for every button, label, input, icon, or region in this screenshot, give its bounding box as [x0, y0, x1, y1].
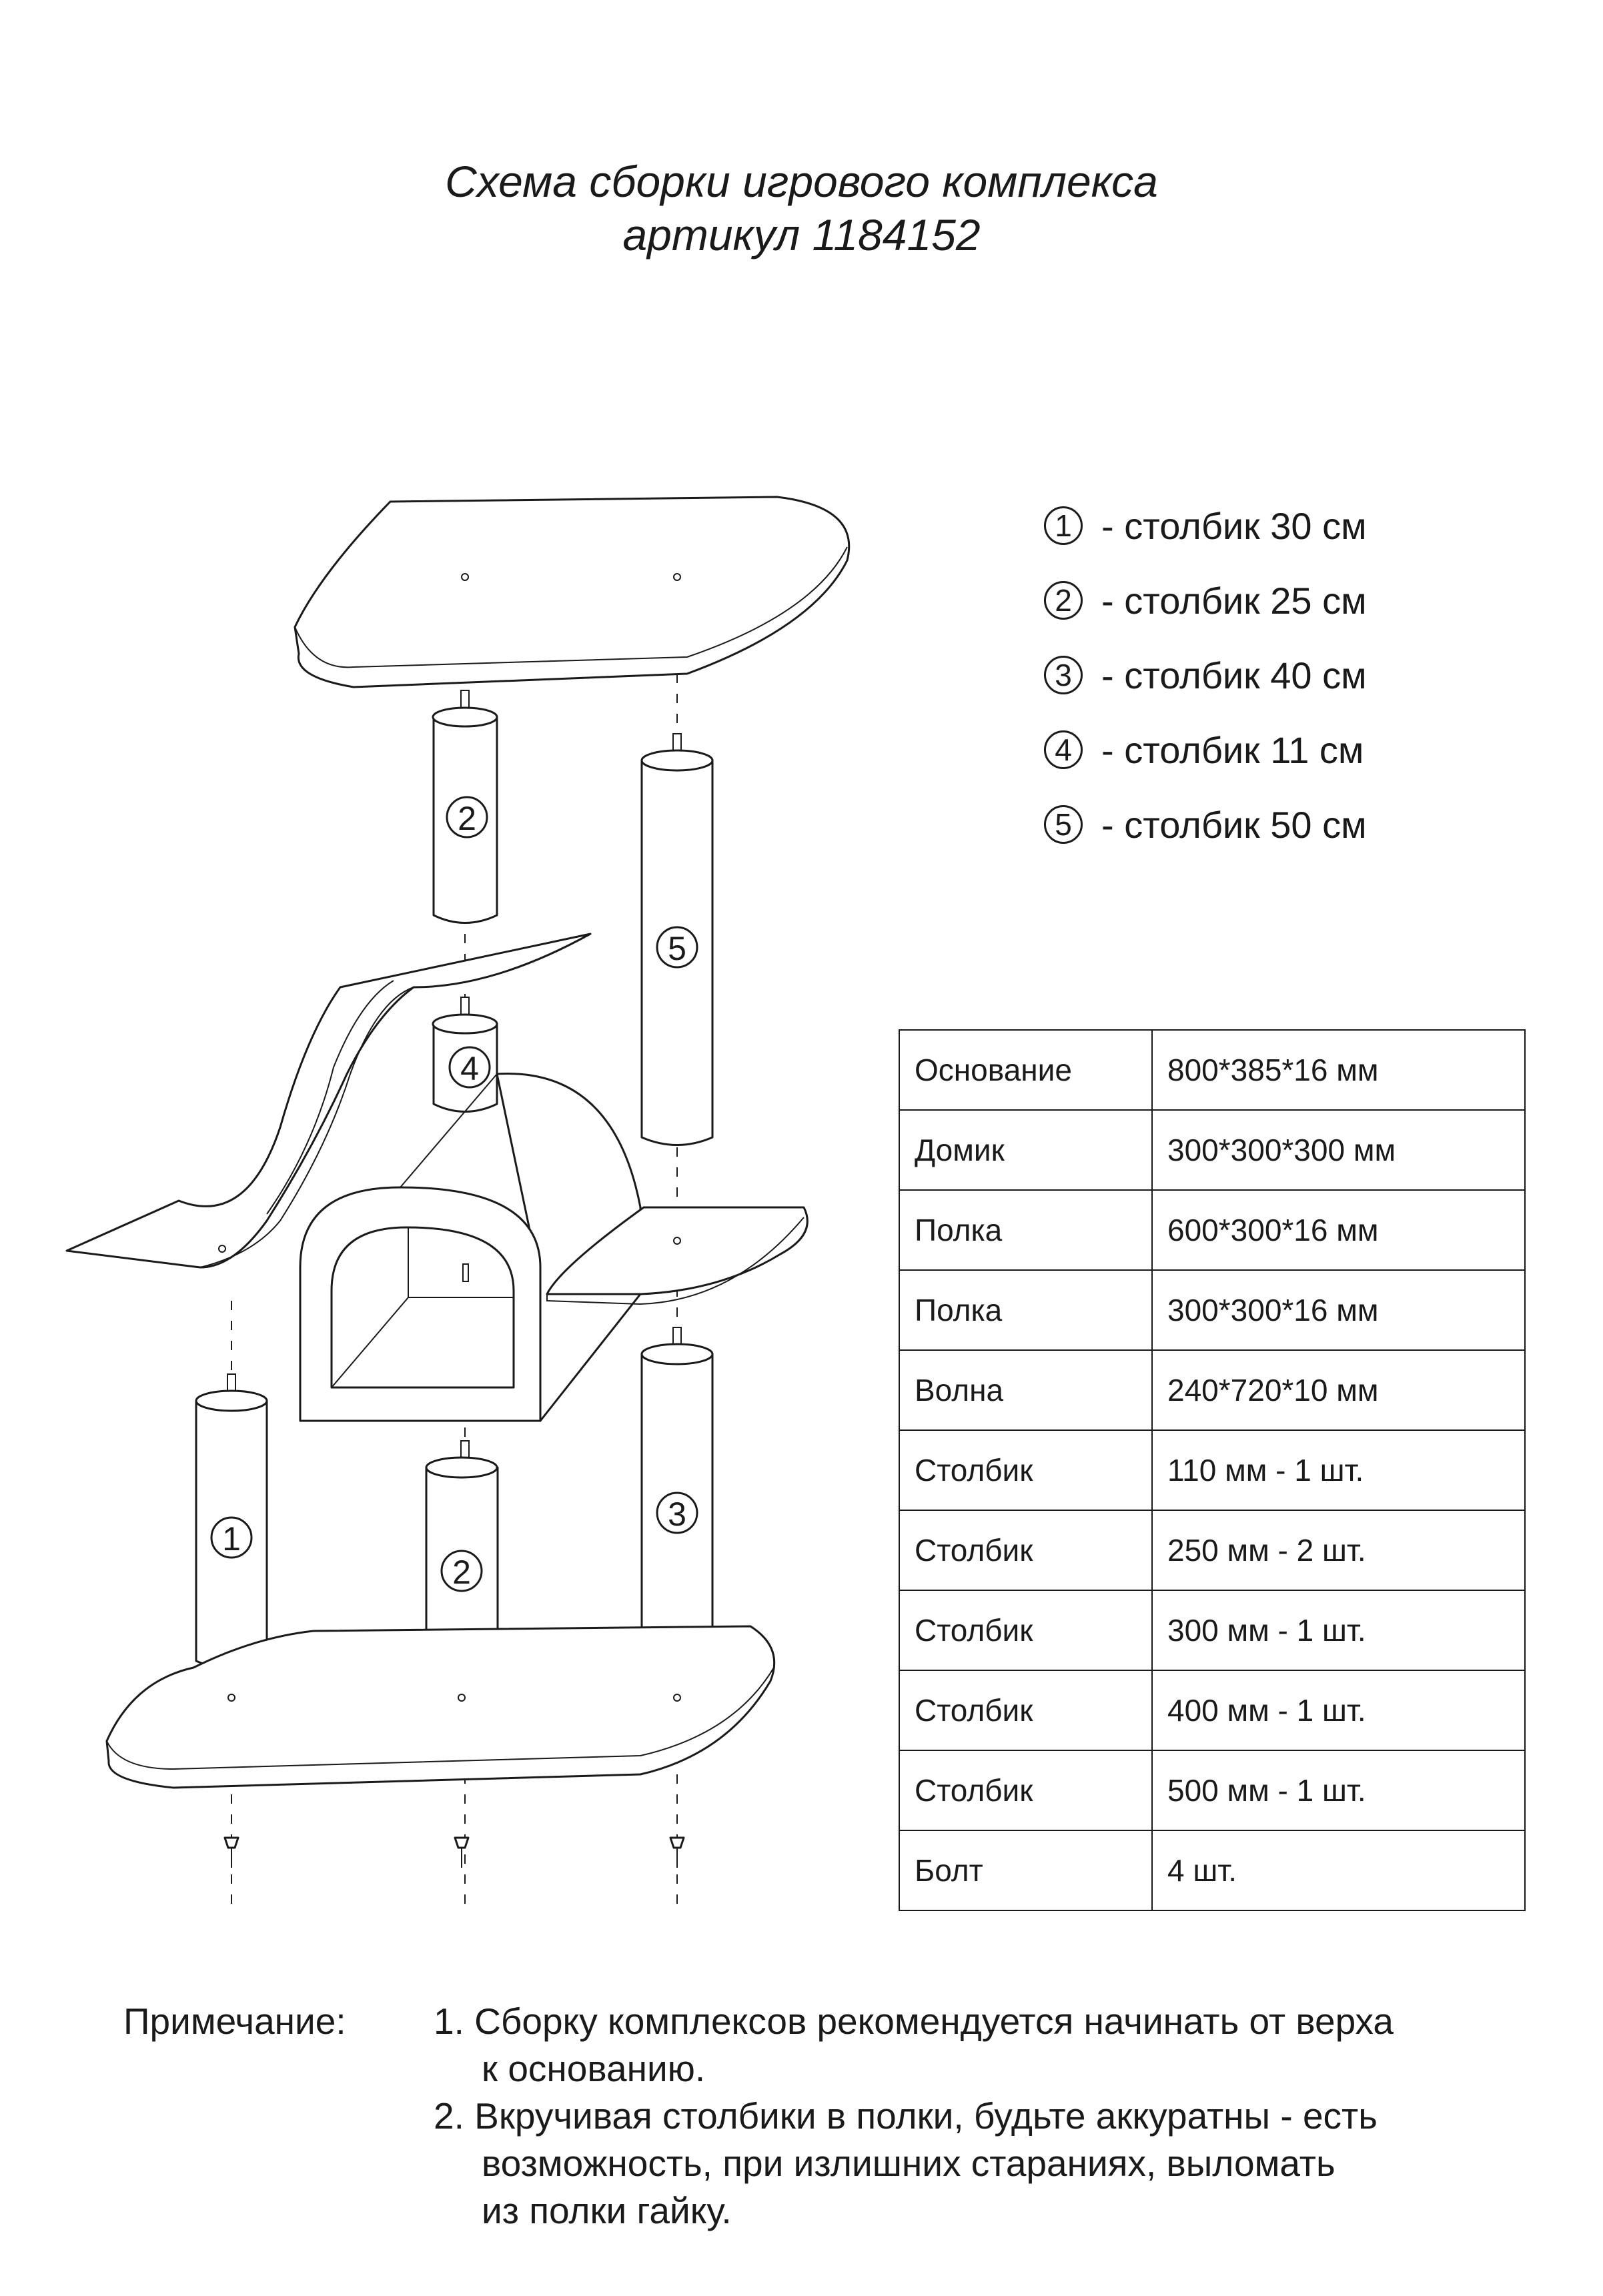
note-item-1: 1. Сборку комплексов рекомендуется начин…	[434, 2000, 1394, 2042]
part-name-cell: Столбик	[899, 1429, 1153, 1511]
part-size-cell: 110 мм - 1 шт.	[1151, 1429, 1526, 1511]
part-name-cell: Полка	[899, 1189, 1153, 1271]
bolt-hole	[458, 1694, 466, 1702]
part-size-cell: 4 шт.	[1151, 1830, 1526, 1911]
post-label-circle	[440, 1550, 483, 1592]
bolt	[454, 1836, 470, 1868]
table-row: Столбик 110 мм - 1 шт.	[899, 1429, 1526, 1511]
legend-text: - столбик 25 см	[1101, 579, 1367, 622]
part-size-cell: 300*300*16 мм	[1151, 1269, 1526, 1351]
article-number: артикул 1184152	[622, 210, 981, 259]
table-row: Основание 800*385*16 мм	[899, 1029, 1526, 1111]
part-name-cell: Столбик	[899, 1590, 1153, 1671]
post-label-circle	[656, 1492, 698, 1534]
part-size-cell: 300*300*300 мм	[1151, 1109, 1526, 1191]
base	[105, 1625, 776, 1789]
post-2-upper: 2	[432, 690, 498, 924]
parts-spec-table: Основание 800*385*16 мм Домик 300*300*30…	[899, 1029, 1526, 1911]
table-row: Столбик 250 мм - 2 шт.	[899, 1510, 1526, 1591]
part-name-cell: Столбик	[899, 1750, 1153, 1831]
post-2-lower: 2	[425, 1440, 499, 1670]
diagram-title: Схема сборки игрового комплекса	[445, 157, 1158, 206]
table-row: Полка 600*300*16 мм	[899, 1189, 1526, 1271]
part-name-cell: Болт	[899, 1830, 1153, 1911]
legend-text: - столбик 30 см	[1101, 504, 1367, 547]
legend-text: - столбик 50 см	[1101, 803, 1367, 846]
legend-number: 2	[1044, 581, 1083, 620]
post-1: 1	[195, 1373, 268, 1670]
bolt-hole	[227, 1694, 235, 1702]
post-label-circle	[446, 796, 488, 838]
post-label: 2	[452, 1554, 471, 1591]
bolt-hole	[673, 573, 681, 581]
post-label: 1	[222, 1520, 241, 1558]
part-name-cell: Домик	[899, 1109, 1153, 1191]
house	[299, 1073, 642, 1422]
part-name-cell: Волна	[899, 1349, 1153, 1431]
part-size-cell: 600*300*16 мм	[1151, 1189, 1526, 1271]
legend-item: 3 - столбик 40 см	[1044, 638, 1511, 712]
part-size-cell: 500 мм - 1 шт.	[1151, 1750, 1526, 1831]
note-item-2-continued: из полки гайку.	[482, 2190, 732, 2231]
shelf-small	[546, 1206, 809, 1305]
note-item-2-continued: возможность, при излишних стараниях, выл…	[482, 2143, 1335, 2184]
screw-pin	[462, 1263, 469, 1282]
part-size-cell: 400 мм - 1 шт.	[1151, 1670, 1526, 1751]
part-size-cell: 800*385*16 мм	[1151, 1029, 1526, 1111]
legend-item: 4 - столбик 11 см	[1044, 712, 1511, 787]
bolt-hole	[461, 573, 469, 581]
note-label: Примечание:	[123, 2000, 346, 2042]
bolt	[223, 1836, 239, 1868]
part-name-cell: Полка	[899, 1269, 1153, 1351]
post-legend: 1 - столбик 30 см 2 - столбик 25 см 3 - …	[1044, 488, 1511, 862]
post-label: 2	[458, 800, 476, 837]
post-label: 4	[460, 1050, 479, 1087]
table-row: Волна 240*720*10 мм	[899, 1349, 1526, 1431]
top-shelf	[294, 496, 851, 688]
bolt-hole	[673, 1694, 681, 1702]
note-item-2: 2. Вкручивая столбики в полки, будьте ак…	[434, 2095, 1378, 2137]
legend-item: 5 - столбик 50 см	[1044, 787, 1511, 862]
post-label: 5	[668, 930, 686, 967]
legend-number: 3	[1044, 656, 1083, 694]
table-row: Полка 300*300*16 мм	[899, 1269, 1526, 1351]
part-name-cell: Столбик	[899, 1510, 1153, 1591]
table-row: Столбик 400 мм - 1 шт.	[899, 1670, 1526, 1751]
post-label-circle	[448, 1046, 491, 1089]
post-label-circle	[210, 1516, 253, 1559]
post-5: 5	[640, 733, 714, 1146]
post-4: 4	[432, 997, 498, 1113]
part-name-cell: Основание	[899, 1029, 1153, 1111]
assembly-note: Примечание: 1. Сборку комплексов рекомен…	[123, 1998, 1394, 2235]
bolt-hole	[218, 1245, 226, 1253]
legend-number: 5	[1044, 805, 1083, 844]
wave-panel	[65, 933, 592, 1269]
post-label: 3	[668, 1496, 686, 1533]
part-size-cell: 240*720*10 мм	[1151, 1349, 1526, 1431]
post-label-circle	[656, 926, 698, 969]
note-item-1-continued: к основанию.	[482, 2048, 706, 2089]
legend-number: 1	[1044, 506, 1083, 545]
legend-item: 1 - столбик 30 см	[1044, 488, 1511, 563]
table-row: Домик 300*300*300 мм	[899, 1109, 1526, 1191]
post-3: 3	[640, 1327, 714, 1670]
part-name-cell: Столбик	[899, 1670, 1153, 1751]
table-row: Столбик 300 мм - 1 шт.	[899, 1590, 1526, 1671]
table-row: Столбик 500 мм - 1 шт.	[899, 1750, 1526, 1831]
legend-number: 4	[1044, 730, 1083, 769]
legend-text: - столбик 40 см	[1101, 654, 1367, 696]
bolt	[669, 1836, 685, 1868]
table-row: Болт 4 шт.	[899, 1830, 1526, 1911]
part-size-cell: 300 мм - 1 шт.	[1151, 1590, 1526, 1671]
part-size-cell: 250 мм - 2 шт.	[1151, 1510, 1526, 1591]
bolt-hole	[673, 1237, 681, 1245]
legend-item: 2 - столбик 25 см	[1044, 563, 1511, 638]
legend-text: - столбик 11 см	[1101, 728, 1364, 771]
